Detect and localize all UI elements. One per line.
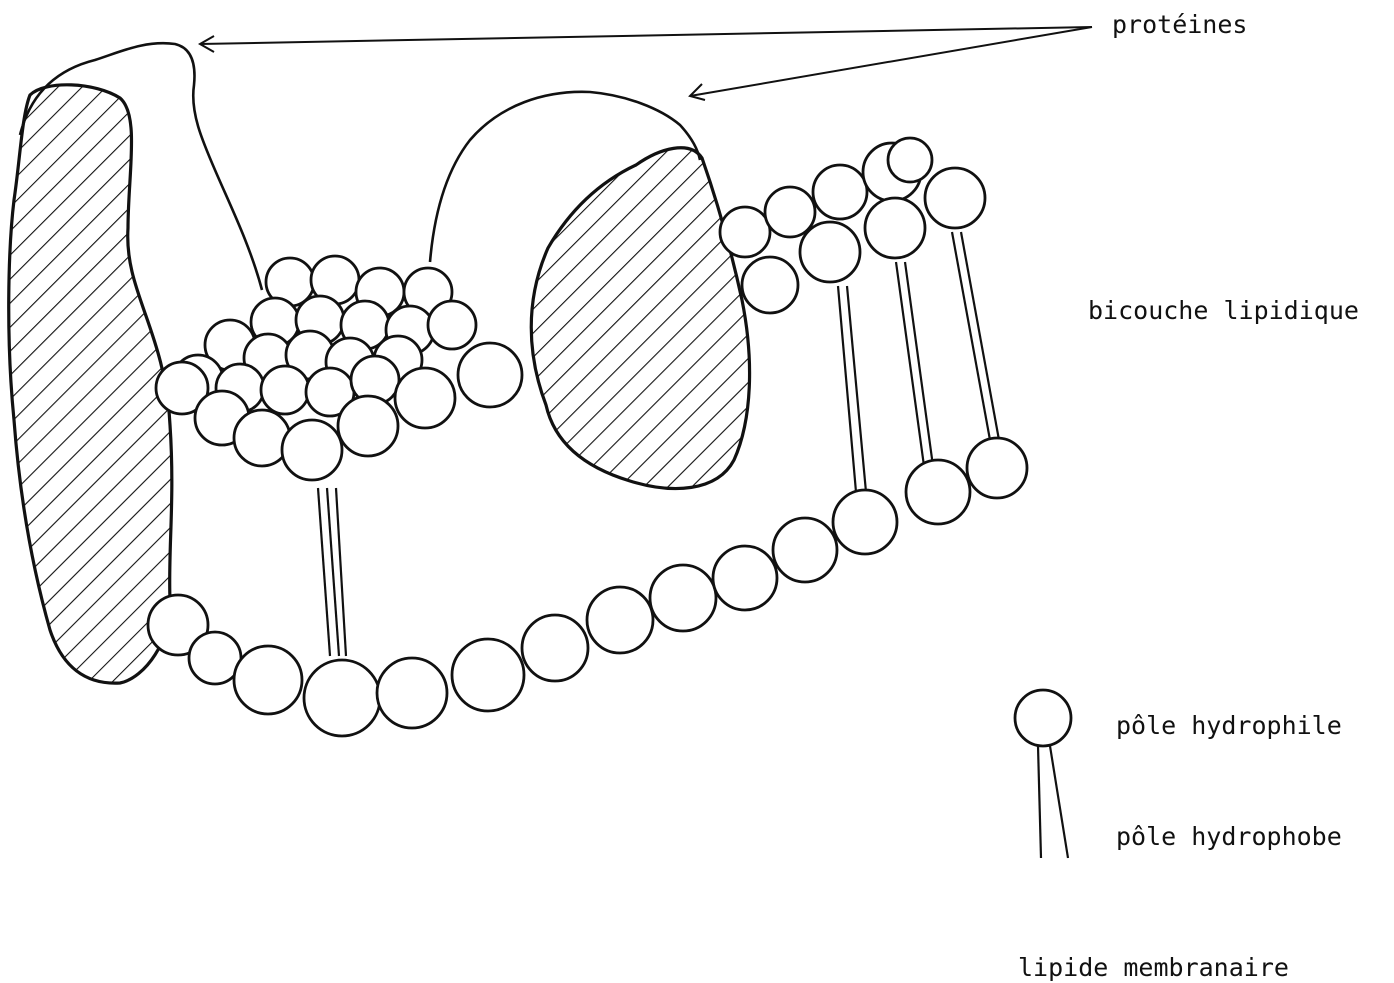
right-protein xyxy=(430,92,750,489)
label-bicouche-lipidique: bicouche lipidique xyxy=(1088,298,1359,323)
legend-hydrophobic-tail-left xyxy=(1038,746,1041,858)
label-pole-hydrophobe: pôle hydrophobe xyxy=(1116,824,1342,849)
legend-hydrophobic-tail-right xyxy=(1050,746,1068,858)
label-lipide-membranaire: lipide membranaire xyxy=(1018,955,1289,980)
label-proteines: protéines xyxy=(1112,12,1247,37)
legend-lipid-symbol xyxy=(1015,690,1071,858)
right-protein-hatched-region xyxy=(531,148,749,489)
legend-hydrophilic-head xyxy=(1015,690,1071,746)
left-protein-hatched-region xyxy=(9,85,172,683)
label-pole-hydrophile: pôle hydrophile xyxy=(1116,713,1342,738)
protein-pointers xyxy=(200,27,1092,100)
